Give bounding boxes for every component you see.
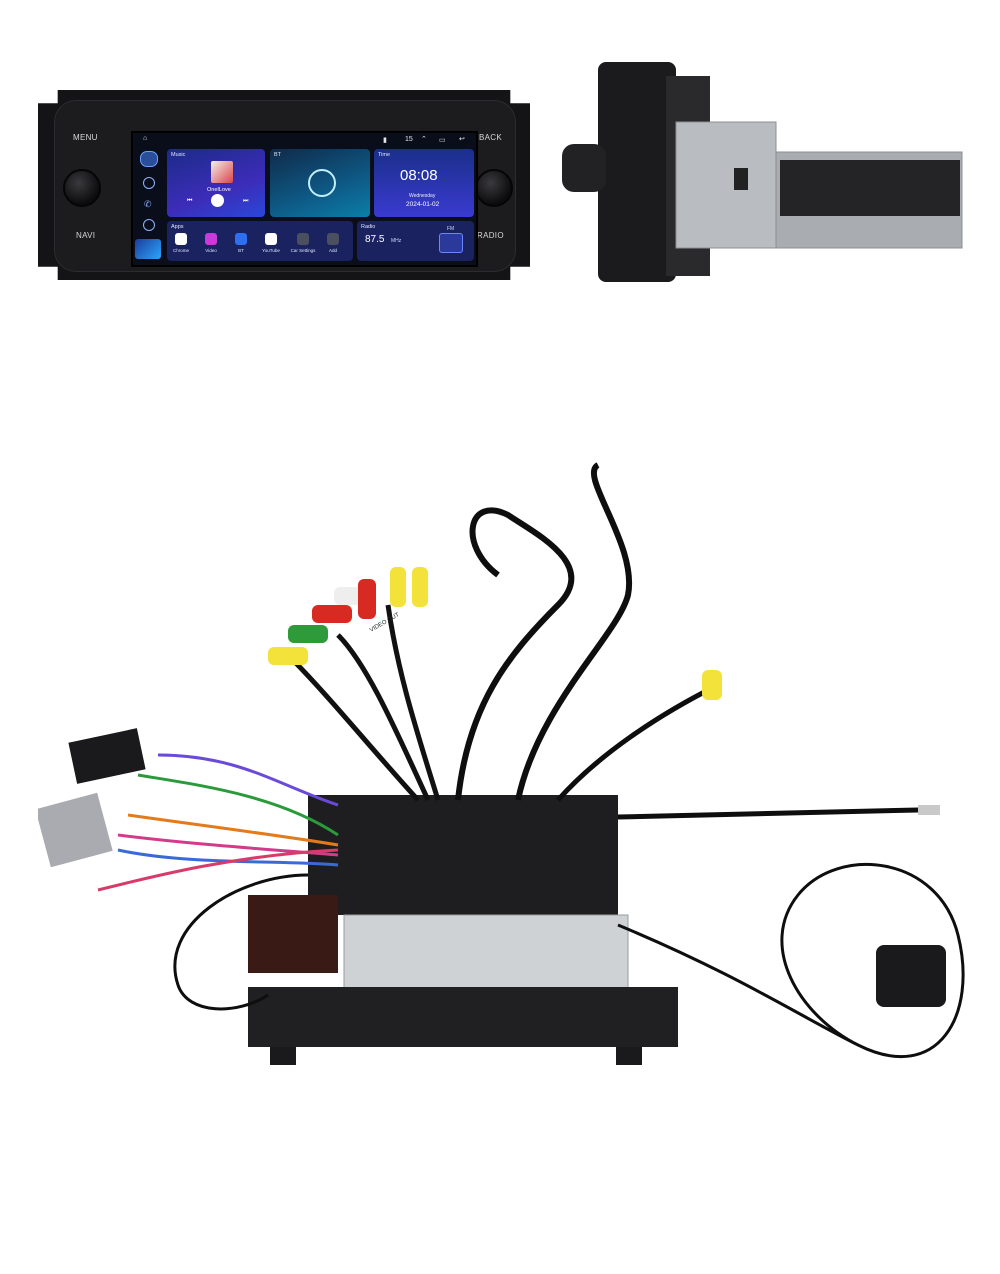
rca-yellow — [412, 567, 428, 607]
quick-icons-column: ✆ — [135, 147, 163, 263]
rca-yellow — [268, 647, 308, 665]
status-bar: ⌂ ▮ 15 ⌃ ▭ ↩ — [133, 133, 476, 147]
chrome-icon[interactable] — [175, 233, 187, 245]
harness-plug — [68, 728, 146, 784]
video-icon[interactable] — [205, 233, 217, 245]
prev-icon[interactable]: ⏮ — [187, 198, 193, 204]
unit-faceplate: MENU NAVI BACK RADIO ⌂ ▮ 15 ⌃ ▭ ↩ ✆ — [54, 100, 516, 272]
time-title: Time — [378, 152, 391, 158]
time-tile: Time 08:08 Wednesday 2024-01-02 — [374, 149, 474, 217]
rca-red — [358, 579, 376, 619]
window-icon: ▭ — [439, 137, 446, 144]
radio-band: FM — [447, 226, 455, 232]
phone-icon[interactable]: ✆ — [144, 199, 152, 209]
track-name: OneILove — [207, 187, 231, 193]
bt-phone-icon — [308, 169, 336, 197]
radio-frequency: 87.5 — [365, 234, 385, 245]
accessories-wiring: VIDEO OUT — [38, 462, 965, 1065]
bt-title: BT — [274, 152, 282, 158]
navi-button[interactable]: NAVI — [76, 231, 96, 240]
wire-harness — [38, 728, 339, 892]
music-tile[interactable]: Music OneILove ⏮ ⏭ — [167, 149, 265, 217]
album-art — [211, 161, 233, 183]
touch-screen[interactable]: ⌂ ▮ 15 ⌃ ▭ ↩ ✆ Music OneILove ⏮ — [131, 131, 478, 267]
connector-block — [780, 160, 960, 216]
bezel-foot — [616, 1047, 642, 1065]
rca-red — [312, 605, 352, 623]
head-unit-front: MENU NAVI BACK RADIO ⌂ ▮ 15 ⌃ ▭ ↩ ✆ — [38, 90, 530, 280]
apps-tile: Apps Chrome Video BT YouTube Car Setting… — [167, 221, 353, 261]
play-icon[interactable] — [211, 194, 224, 207]
radio-button[interactable]: RADIO — [477, 231, 504, 240]
menu-button[interactable]: MENU — [73, 133, 98, 142]
settings-icon[interactable] — [143, 219, 155, 231]
cable — [556, 682, 720, 802]
rca-yellow — [390, 567, 406, 607]
tune-knob[interactable] — [475, 169, 513, 207]
unit-chassis — [343, 914, 629, 1000]
bt-app-icon[interactable] — [235, 233, 247, 245]
add-icon[interactable] — [327, 233, 339, 245]
cable — [515, 462, 633, 801]
volume-knob[interactable] — [63, 169, 101, 207]
car-settings-icon[interactable] — [297, 233, 309, 245]
app-label: Car Settings — [290, 248, 316, 253]
radio-title: Radio — [361, 224, 376, 230]
unit-front-bezel — [248, 987, 678, 1047]
app-label: Chrome — [172, 248, 189, 253]
antenna-plug — [918, 805, 940, 815]
send-icon[interactable] — [135, 239, 161, 259]
status-value: 15 — [405, 136, 413, 143]
head-unit-side-view — [562, 62, 963, 282]
radio-tile[interactable]: Radio 87.5 MHz FM — [357, 221, 474, 261]
app-label: BT — [238, 248, 244, 253]
antenna-cable — [617, 807, 919, 820]
can-box — [248, 895, 338, 973]
gps-antenna — [876, 945, 946, 1007]
next-icon[interactable]: ⏭ — [243, 198, 249, 204]
car-icon[interactable] — [140, 151, 158, 167]
app-label: YouTube — [262, 248, 280, 253]
home-icon[interactable]: ⌂ — [143, 135, 148, 142]
lock-icon: ▮ — [383, 137, 387, 144]
youtube-icon[interactable] — [265, 233, 277, 245]
apps-title: Apps — [171, 224, 184, 230]
cable — [173, 873, 309, 1011]
gps-cable — [617, 863, 965, 1059]
chassis-slot — [734, 168, 748, 190]
back-icon[interactable]: ↩ — [459, 136, 465, 143]
chevron-up-icon: ⌃ — [421, 136, 427, 143]
unit-rear — [308, 795, 618, 915]
navigation-icon[interactable] — [143, 177, 155, 189]
clock: 08:08 — [400, 167, 438, 184]
faceplate-side — [598, 62, 676, 282]
rca-connectors — [268, 567, 722, 802]
radio-signal-icon[interactable] — [439, 233, 463, 253]
radio-unit: MHz — [391, 238, 402, 244]
harness-plug — [38, 792, 113, 868]
bt-tile[interactable]: BT — [270, 149, 370, 217]
app-label: Video — [205, 248, 217, 253]
cable — [455, 507, 575, 801]
camera-rca — [702, 670, 722, 700]
back-button[interactable]: BACK — [479, 133, 502, 142]
date: 2024-01-02 — [406, 201, 440, 208]
music-title: Music — [171, 152, 186, 158]
bezel-foot — [270, 1047, 296, 1065]
rca-green — [288, 625, 328, 643]
weekday: Wednesday — [409, 193, 436, 199]
metal-chassis — [675, 121, 777, 249]
app-label: Add — [328, 248, 337, 253]
knob-side — [562, 144, 606, 192]
